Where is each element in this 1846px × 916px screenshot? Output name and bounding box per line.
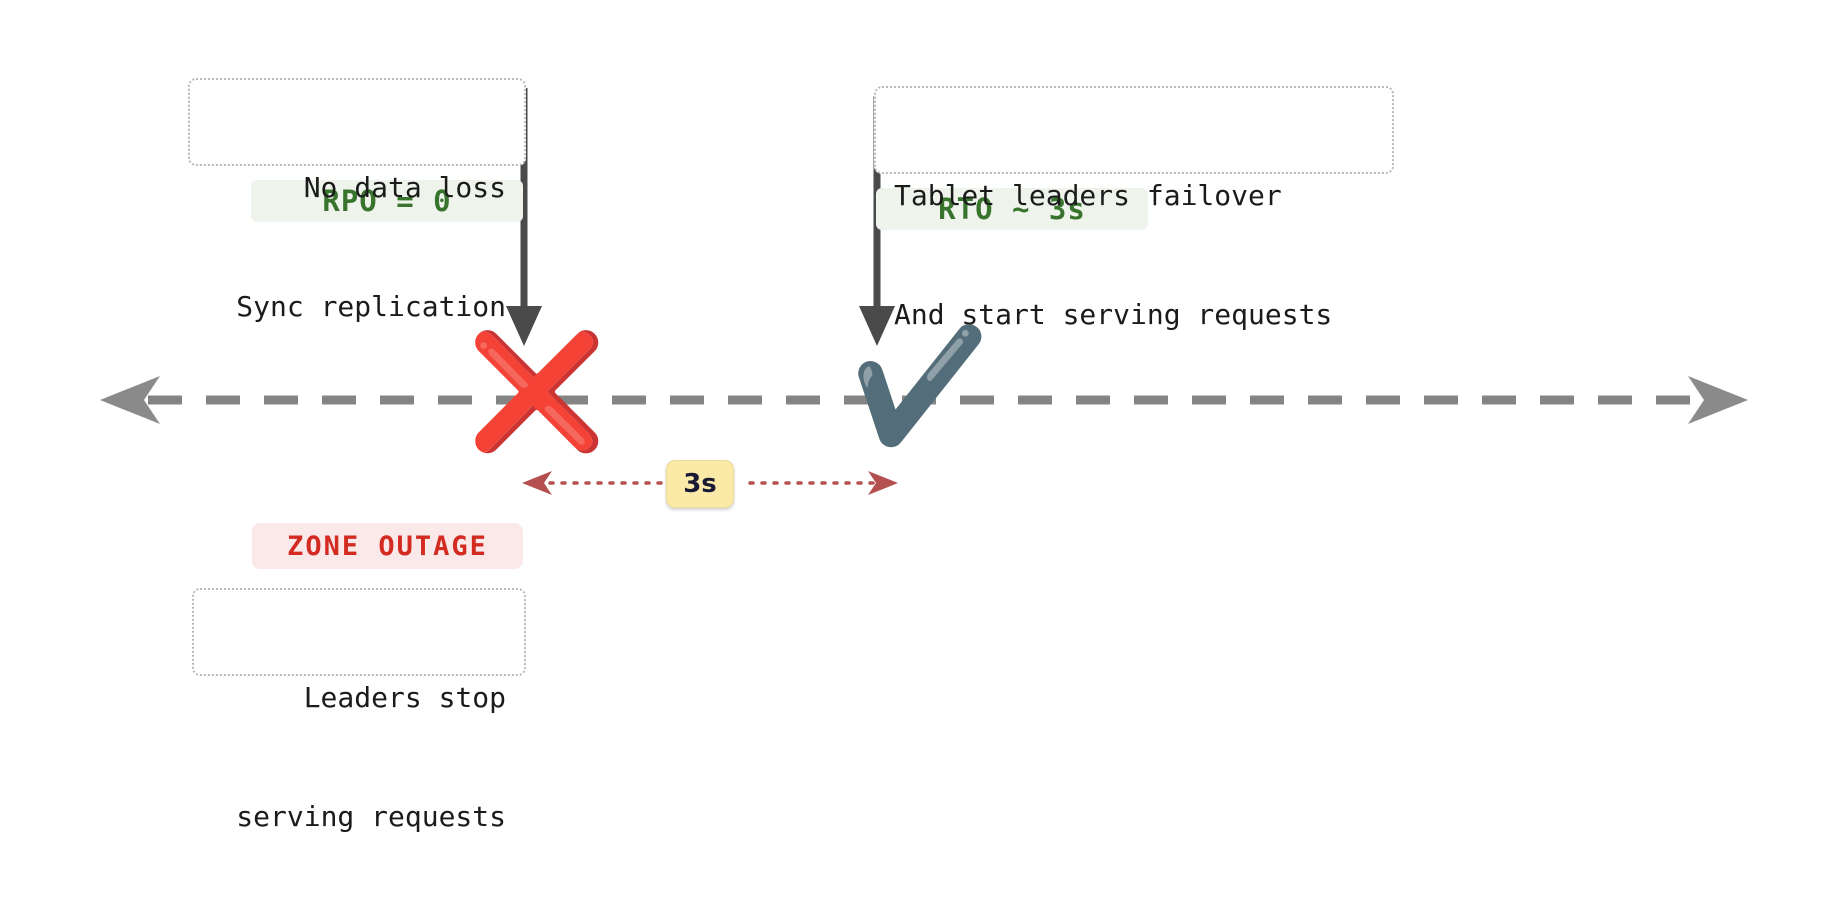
- arrow-right-icon: [868, 471, 898, 495]
- status-badge-zone-outage: ZONE OUTAGE: [252, 523, 523, 569]
- note-leaders-stop: Leaders stop serving requests: [192, 588, 526, 833]
- note-no-data-loss: No data loss Sync replication: [188, 78, 526, 323]
- duration-measure-arrow: [522, 471, 898, 495]
- note-tablet-failover: Tablet leaders failover And start servin…: [874, 86, 1394, 331]
- note-line-2: serving requests: [236, 799, 506, 833]
- metric-badge-rpo: RPO = 0: [251, 180, 523, 222]
- check-mark-icon: ✔️: [850, 321, 990, 451]
- cross-mark-icon: ❌: [467, 327, 607, 457]
- arrow-left-icon: [100, 376, 160, 424]
- diagram-canvas: No data loss Sync replication RPO = 0 Ta…: [100, 78, 1748, 833]
- note-line-1: Tablet leaders failover: [894, 178, 1282, 212]
- note-line-2: And start serving requests: [894, 297, 1333, 331]
- arrow-down-icon: [859, 306, 895, 346]
- arrow-left-icon: [522, 471, 552, 495]
- timeline-axis: [100, 376, 1748, 424]
- metric-badge-rto: RTO ~ 3s: [876, 188, 1148, 230]
- duration-badge: 3s: [666, 460, 734, 508]
- note-line-1: Leaders stop: [303, 680, 506, 714]
- note-line-1: No data loss: [303, 170, 506, 204]
- arrow-right-icon: [1688, 376, 1748, 424]
- arrow-down-icon: [506, 306, 542, 346]
- note-line-2: Sync replication: [236, 289, 506, 323]
